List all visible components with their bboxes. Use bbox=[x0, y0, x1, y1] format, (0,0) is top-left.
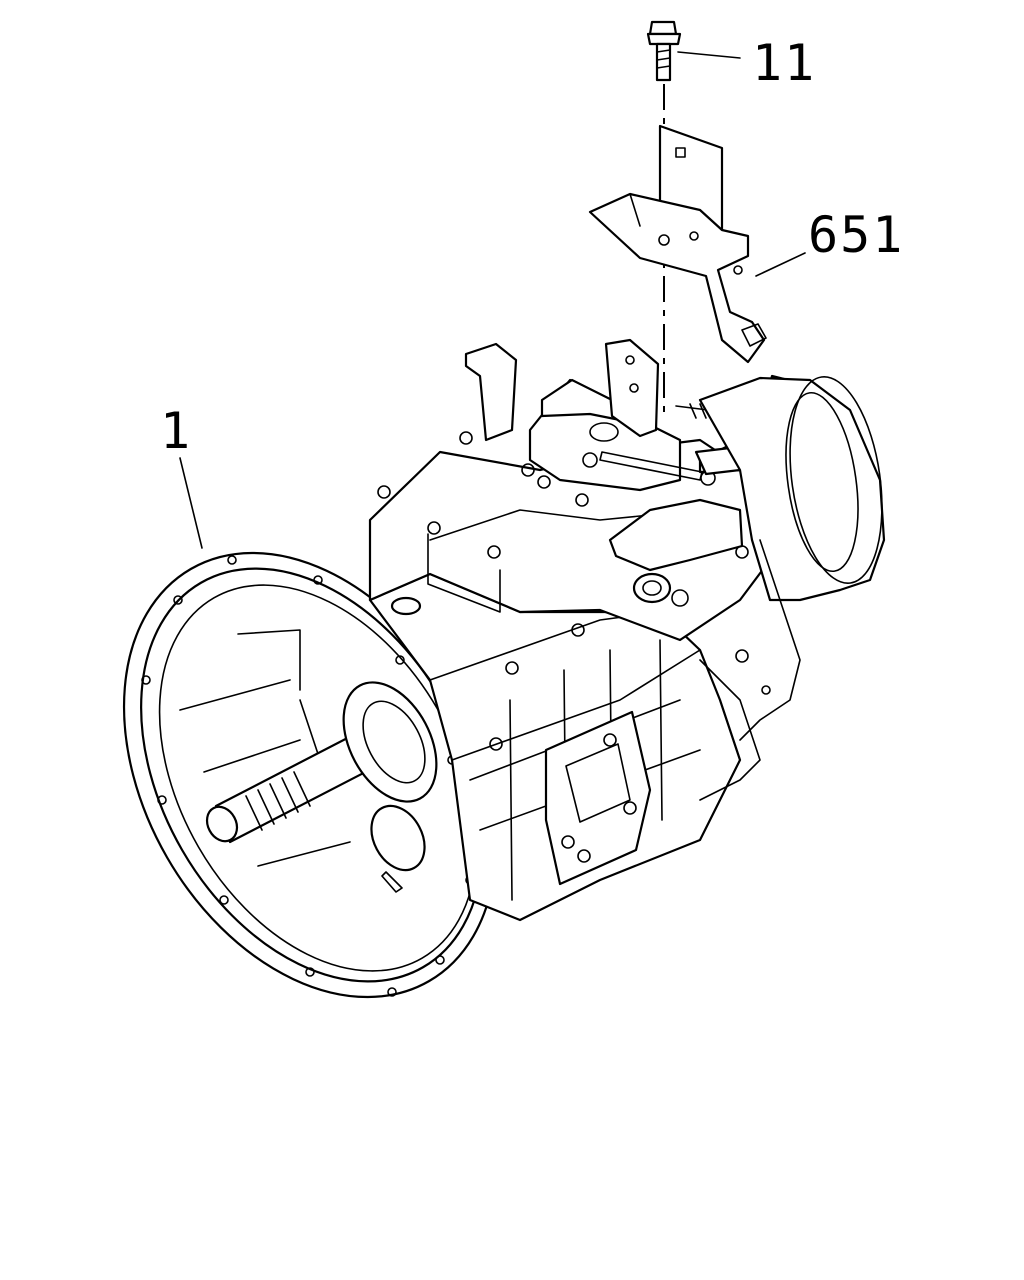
callout-label-1: 1 bbox=[160, 402, 192, 460]
bearing-retainer bbox=[342, 681, 438, 803]
fork-opening bbox=[370, 804, 426, 872]
bracket-651 bbox=[588, 124, 767, 364]
callout-label-11: 11 bbox=[752, 34, 816, 92]
callout-part-1[interactable]: 1 bbox=[160, 402, 203, 549]
right-upright-bracket bbox=[604, 338, 660, 438]
callout-part-11[interactable]: 11 bbox=[677, 34, 816, 92]
rear-extension-housing bbox=[698, 376, 886, 602]
inspection-cover bbox=[544, 710, 652, 886]
left-mount-bracket bbox=[464, 342, 518, 442]
callout-label-651: 651 bbox=[808, 206, 904, 264]
leader-line-11 bbox=[677, 51, 741, 59]
leader-line-1 bbox=[179, 457, 203, 549]
select-lever bbox=[608, 498, 744, 572]
filler-plug bbox=[390, 596, 422, 616]
callout-part-651[interactable]: 651 bbox=[755, 206, 904, 277]
flange-bolt-holes bbox=[141, 555, 475, 997]
leader-line-651 bbox=[755, 252, 806, 277]
transmission-assembly bbox=[122, 338, 886, 999]
bolt-11 bbox=[646, 20, 682, 82]
